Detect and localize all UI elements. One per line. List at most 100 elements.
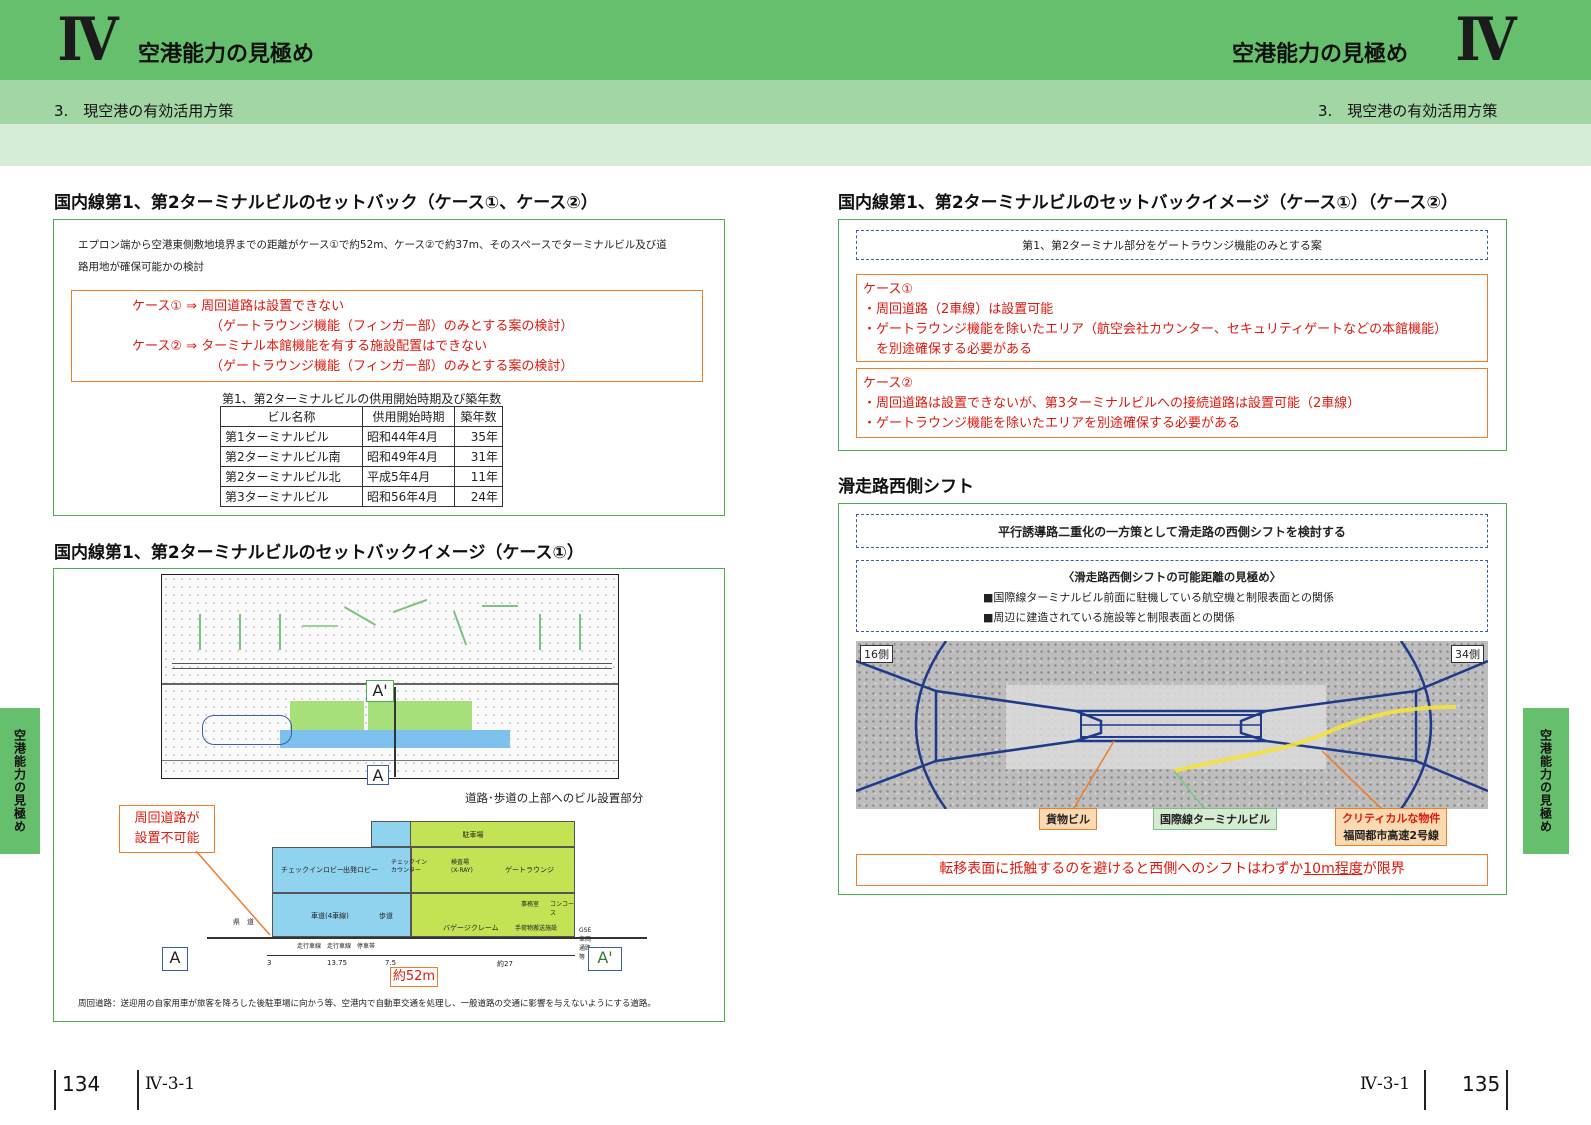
sec-gate-lounge: ゲートラウンジ [505, 866, 554, 874]
table-header-row: ビル名称 供用開始時期 築年数 [220, 406, 503, 427]
section-heading-runway-shift: 滑走路西側シフト [838, 477, 974, 497]
side-tab-left: 空港能力の見極め [0, 708, 40, 854]
case2-item: ・ゲートラウンジ機能を除いたエリアを別途確保する必要がある [863, 416, 1241, 431]
callout-arrow [195, 850, 271, 936]
case2-box: ケース② ・周回道路は設置できないが、第3ターミナルビルへの接続道路は設置可能（… [856, 368, 1488, 438]
subsection-header-bar [0, 80, 1591, 124]
case-summary-box: ケース① ⇒ 周回道路は設置できない （ゲートラウンジ機能（フィンガー部）のみと… [71, 290, 703, 382]
section-heading-setback: 国内線第1、第2ターミナルビルのセットバック（ケース①、ケース②） [54, 193, 598, 213]
sec-concourse: コンコース [550, 901, 575, 917]
runway-shift-criteria: 〈滑走路西側シフトの可能距離の見極め〉 ■国際線ターミナルビル前面に駐機している… [856, 560, 1488, 632]
intro-line-1: エプロン端から空港東側敷地境界までの距離がケース①で約52m、ケース②で約37m… [78, 239, 667, 251]
case2-item: ・周回道路は設置できないが、第3ターミナルビルへの接続道路は設置可能（2車線） [863, 396, 1361, 411]
section-heading-setback-image: 国内線第1、第2ターミナルビルのセットバックイメージ（ケース①） [54, 543, 584, 563]
table-cell: 第1ターミナルビル [220, 426, 363, 447]
dim-3: 3 [267, 959, 272, 967]
chapter-number-right: Ⅳ [1455, 5, 1517, 75]
case1-line: ケース① ⇒ 周回道路は設置できない [132, 299, 345, 314]
footer-rule-right-1 [1424, 1070, 1426, 1110]
critical-object-name: 福岡都市高速2号線 [1343, 829, 1439, 842]
subsection-title-left: 3. 現空港の有効活用方策 [54, 102, 234, 120]
case1-box: ケース① ・周回道路（2車線）は設置可能 ・ゲートラウンジ機能を除いたエリア（航… [856, 274, 1488, 362]
subsection-title-right: 3. 現空港の有効活用方策 [1318, 102, 1498, 120]
setback-box: エプロン端から空港東側敷地境界までの距離がケース①で約52m、ケース②で約37m… [53, 219, 725, 516]
dim-13-75: 13.75 [327, 959, 348, 967]
footer-rule-left-1 [54, 1070, 56, 1110]
sec-gse: GSE車両通路等 [579, 927, 592, 961]
chapter-number-left: Ⅳ [57, 5, 119, 75]
table-cell: 35年 [454, 426, 503, 447]
chapter-title-right: 空港能力の見極め [1232, 42, 1409, 67]
footer-rule-right-2 [1506, 1070, 1508, 1110]
label-critical-object: クリティカルな物件 福岡都市高速2号線 [1335, 808, 1448, 846]
page-code-right: Ⅳ-3-1 [1360, 1074, 1411, 1094]
sec-roadway: 車道(4車線) [311, 912, 349, 920]
road-overbuild-label: 道路･歩道の上部へのビル設置部分 [465, 791, 644, 805]
table-cell: 24年 [454, 486, 503, 507]
sec-checkin-lobby: チェックインロビー [281, 866, 344, 874]
table-caption: 第1、第2ターミナルビルの供用開始時期及び築年数 [222, 392, 502, 406]
case2-line: ケース② ⇒ ターミナル本館機能を有する施設配置はできない [132, 339, 488, 354]
table-cell: 31年 [454, 446, 503, 467]
sec-sidewalk: 歩道 [379, 912, 393, 920]
header-band [0, 124, 1591, 166]
conclusion-text: 転移表面に抵触するのを避けると西側へのシフトはわずか [939, 861, 1304, 877]
chapter-title-left: 空港能力の見極め [138, 42, 315, 67]
case1-item: ・ゲートラウンジ機能を除いたエリア（航空会社カウンター、セキュリティゲートなどの… [863, 322, 1448, 337]
section-marker-a-top: A [367, 765, 389, 785]
table-header: ビル名称 [220, 406, 363, 427]
dim-27: 約27 [497, 960, 513, 968]
table-cell: 11年 [454, 466, 503, 487]
runway-shift-conclusion: 転移表面に抵触するのを避けると西側へのシフトはわずか10m程度が限界 [856, 854, 1488, 886]
page-number-right: 135 [1462, 1072, 1501, 1096]
aerial-map: 16側 34側 [856, 641, 1488, 809]
terminal-2-block [368, 701, 472, 731]
footnote-ring-road: 周回道路：送迎用の自家用車が旅客を降ろした後駐車場に向かう等、空港内で自動車交通… [78, 999, 656, 1009]
callout-no-ring-road: 周回道路が 設置不可能 [119, 805, 215, 853]
table-cell: 平成5年4月 [362, 466, 455, 487]
table-cell: 昭和56年4月 [362, 486, 455, 507]
page-number-left: 134 [62, 1072, 101, 1096]
criteria-item: ■周辺に建造されている施設等と制限表面との関係 [983, 611, 1235, 624]
map-label-16: 16側 [860, 645, 893, 663]
table-header: 築年数 [454, 406, 503, 427]
criteria-item: ■国際線ターミナルビル前面に駐機している航空機と制限表面との関係 [983, 591, 1334, 604]
case1-note: （ゲートラウンジ機能（フィンガー部）のみとする案の検討） [210, 319, 574, 334]
side-tab-right: 空港能力の見極め [1523, 708, 1569, 854]
setback-cases-box: 第1、第2ターミナル部分をゲートラウンジ機能のみとする案 ケース① ・周回道路（… [838, 219, 1507, 451]
sec-office: 事務室 [521, 901, 540, 908]
map-label-34: 34側 [1451, 645, 1484, 663]
callout-line-2: 設置不可能 [134, 831, 200, 846]
footer-rule-left-2 [137, 1070, 139, 1110]
sec-inspection: 検査場 (X-RAY) [451, 859, 473, 874]
case2-title: ケース② [863, 376, 914, 391]
table-cell: 昭和44年4月 [362, 426, 455, 447]
section-marker-a: A [162, 947, 188, 971]
table-cell: 第2ターミナルビル南 [220, 446, 363, 467]
section-marker-a-prime-top: A' [366, 680, 394, 702]
sec-baggage: バゲージクレーム [443, 924, 499, 932]
conclusion-suffix: が限界 [1362, 861, 1405, 877]
sec-conveyor: 手荷物搬送施設 [515, 925, 558, 932]
page-code-left: Ⅳ-3-1 [145, 1074, 196, 1094]
sec-lanes: 走行車線 走行車線 停車帯 [297, 943, 376, 950]
criteria-title: 〈滑走路西側シフトの可能距離の見極め〉 [1062, 570, 1282, 584]
critical-object-title: クリティカルな物件 [1342, 812, 1441, 825]
dim-7-5: 7.5 [385, 959, 397, 967]
section-heading-setback-image-cases: 国内線第1、第2ターミナルビルのセットバックイメージ（ケース①）（ケース②） [838, 193, 1458, 213]
table-cell: 昭和49年4月 [362, 446, 455, 467]
case1-item: ・周回道路（2車線）は設置可能 [863, 302, 1054, 317]
case1-title: ケース① [863, 282, 914, 297]
section-marker-a-prime: A' [588, 947, 622, 971]
case2-note: （ゲートラウンジ機能（フィンガー部）のみとする案の検討） [210, 359, 574, 374]
table-cell: 第3ターミナルビル [220, 486, 363, 507]
table-header: 供用開始時期 [362, 406, 455, 427]
label-intl-terminal: 国際線ターミナルビル [1153, 808, 1277, 830]
dimension-total: 約52m [390, 967, 438, 987]
callout-line-1: 周回道路が [134, 811, 200, 826]
intro-line-2: 路用地が確保可能かの検討 [78, 261, 204, 273]
